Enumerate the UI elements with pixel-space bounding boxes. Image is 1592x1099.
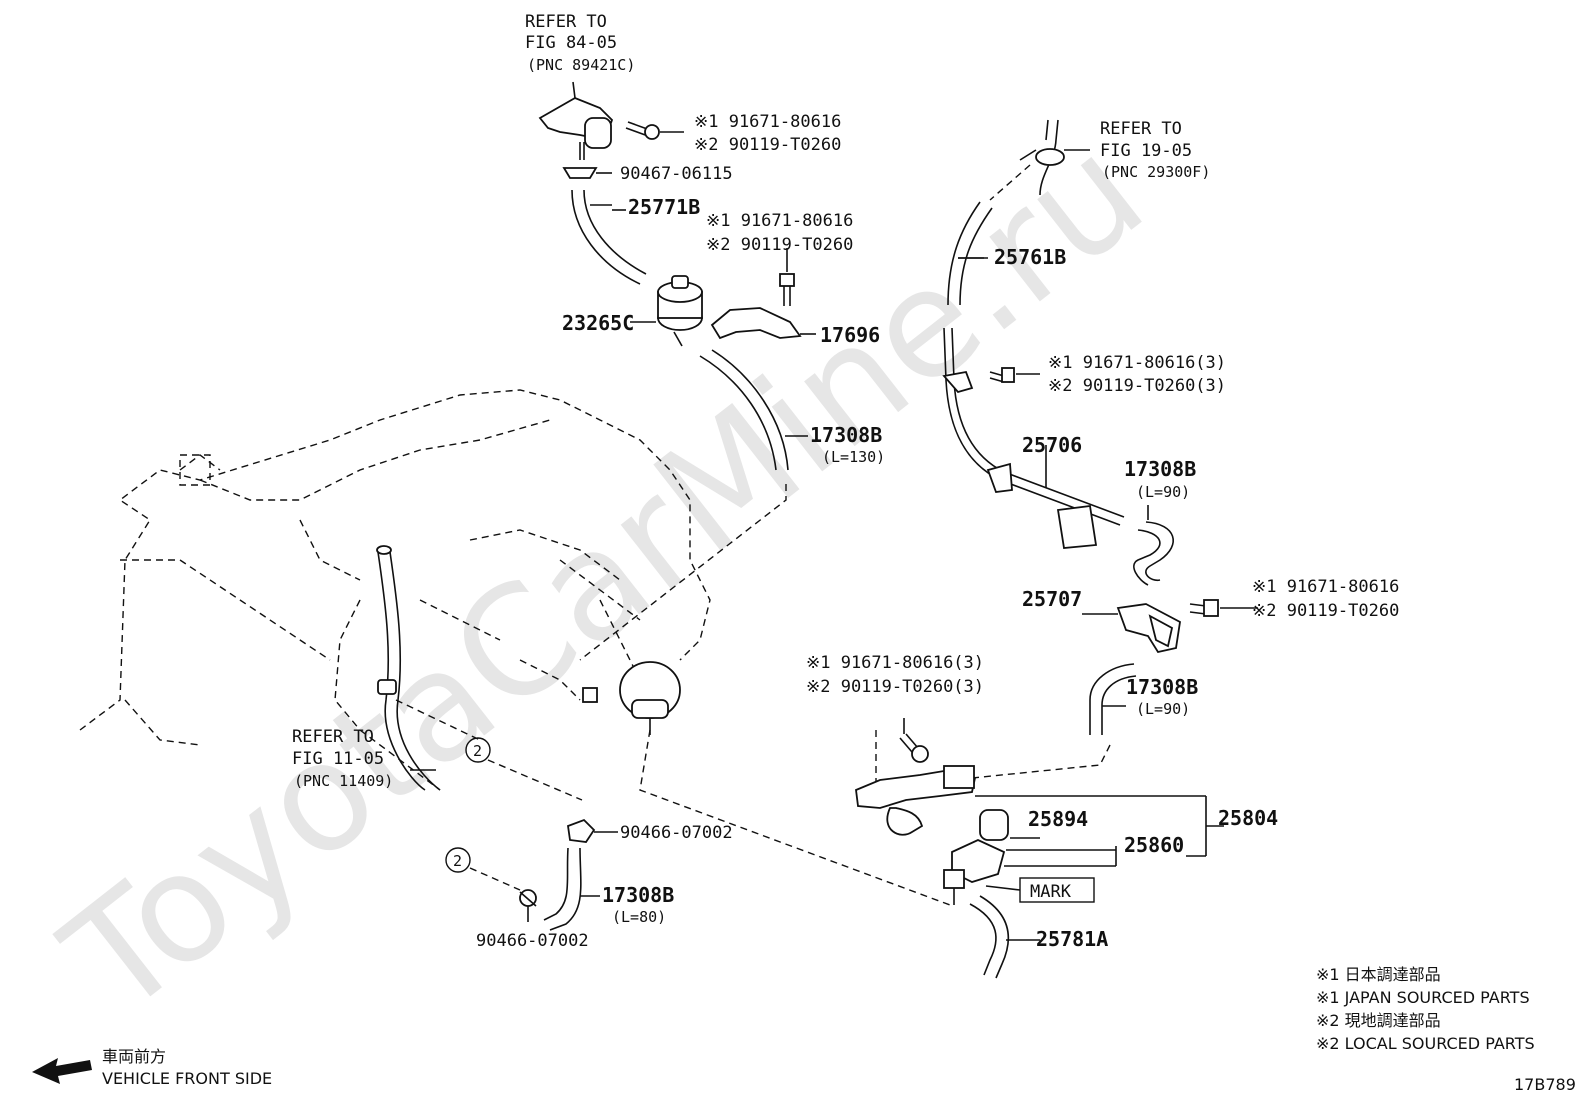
hose-17308b-l80 [543, 847, 600, 931]
bracket-17696 [710, 307, 816, 340]
label-25894: 25894 [1028, 807, 1088, 831]
callout-top-bolt-1: ※1 91671-80616 [694, 112, 841, 132]
label-l90-b: (L=90) [1136, 700, 1190, 718]
label-23265c: 23265C [562, 311, 634, 335]
ref-fig19-line1: REFER TO [1100, 119, 1182, 139]
bracket-25707 [1082, 603, 1181, 654]
hose-clip-90466-upper [567, 818, 618, 843]
label-25804: 25804 [1218, 806, 1278, 830]
bolt-right [1189, 599, 1258, 617]
bolt-top [625, 121, 684, 140]
ref-fig11-line1: REFER TO [292, 727, 374, 747]
circle-2-label: 2 [473, 742, 482, 760]
ref-fig84-line3: (PNC 89421C) [527, 56, 635, 74]
front-label-jp: 車両前方 [102, 1047, 166, 1066]
callout-top-bolt-2: ※2 90119-T0260 [694, 135, 841, 155]
circle-2-lower: 2 [445, 847, 521, 891]
hose-17308b-l90-a [1133, 505, 1174, 586]
vsv-25860 [943, 809, 1117, 905]
ref-fig11-line3: (PNC 11409) [294, 772, 393, 790]
bolt-mid [779, 248, 795, 306]
label-90466-lower: 90466-07002 [476, 931, 589, 951]
assembly-bracket-lines [1186, 796, 1224, 857]
callout-right-bolt3-2: ※2 90119-T0260(3) [1048, 376, 1226, 396]
callout-right-bolt-2: ※2 90119-T0260 [1252, 601, 1399, 621]
legend-line-2: ※1 JAPAN SOURCED PARTS [1316, 988, 1530, 1007]
hose-clip-90467 [562, 167, 612, 179]
vsv-bracket-25804 [855, 765, 1206, 836]
legend-line-4: ※2 LOCAL SOURCED PARTS [1316, 1034, 1535, 1053]
circle-2-label-lower: 2 [453, 852, 462, 870]
front-label-en: VEHICLE FRONT SIDE [102, 1069, 272, 1088]
label-25761b: 25761B [994, 245, 1066, 269]
label-l90-a: (L=90) [1136, 483, 1190, 501]
hose-clip-90466-lower [519, 889, 537, 922]
vacuum-filter-23265c [630, 275, 703, 347]
mark-label: MARK [1030, 882, 1072, 902]
bolt-right-3 [989, 367, 1040, 383]
callout-right-bolt3-1: ※1 91671-80616(3) [1048, 353, 1226, 373]
callout-lower-bolt3-1: ※1 91671-80616(3) [806, 653, 984, 673]
pressure-sensor [538, 81, 614, 160]
ref-fig84-line1: REFER TO [525, 12, 607, 32]
bolt-lower-3 [860, 718, 929, 801]
callout-right-bolt-1: ※1 91671-80616 [1252, 577, 1399, 597]
mark-callout: MARK [985, 877, 1095, 903]
vsv-on-engine [582, 661, 681, 735]
label-17308b-l90-b: 17308B [1126, 675, 1198, 699]
ref-fig84-line2: FIG 84-05 [525, 33, 617, 53]
label-17696: 17696 [820, 323, 880, 347]
pipe-25706 [942, 327, 1125, 549]
label-90467: 90467-06115 [620, 164, 733, 184]
circle-2-upper: 2 [395, 699, 583, 801]
callout-mid-bolt-2: ※2 90119-T0260 [706, 235, 853, 255]
callout-mid-bolt-1: ※1 91671-80616 [706, 211, 853, 231]
ref-fig19-line3: (PNC 29300F) [1102, 163, 1210, 181]
label-25706: 25706 [1022, 433, 1082, 457]
ref-fig11-line2: FIG 11-05 [292, 749, 384, 769]
label-25771b: 25771B [628, 195, 700, 219]
label-17308b-l130: 17308B [810, 423, 882, 447]
pcv-fitting [989, 119, 1090, 201]
callout-lower-bolt3-2: ※2 90119-T0260(3) [806, 677, 984, 697]
figure-id: 17B789 [1514, 1075, 1576, 1094]
hose-25781a [639, 729, 1040, 979]
label-25860: 25860 [1124, 833, 1184, 857]
legend-line-1: ※1 日本調達部品 [1316, 965, 1441, 984]
vehicle-front-arrow-icon [32, 1058, 92, 1084]
hose-17308b-l130 [579, 349, 808, 661]
label-25781a: 25781A [1036, 927, 1108, 951]
label-l80: (L=80) [612, 908, 666, 926]
ref-fig19-line2: FIG 19-05 [1100, 141, 1192, 161]
legend-line-3: ※2 現地調達部品 [1316, 1011, 1441, 1030]
hose-25771b [571, 189, 647, 285]
oil-dipstick-tube [376, 545, 441, 791]
label-l130: (L=130) [822, 448, 885, 466]
label-17308b-l80: 17308B [602, 883, 674, 907]
label-17308b-l90-a: 17308B [1124, 457, 1196, 481]
hose-17308b-l90-b [971, 663, 1137, 779]
label-90466-upper: 90466-07002 [620, 823, 733, 843]
label-25707: 25707 [1022, 587, 1082, 611]
